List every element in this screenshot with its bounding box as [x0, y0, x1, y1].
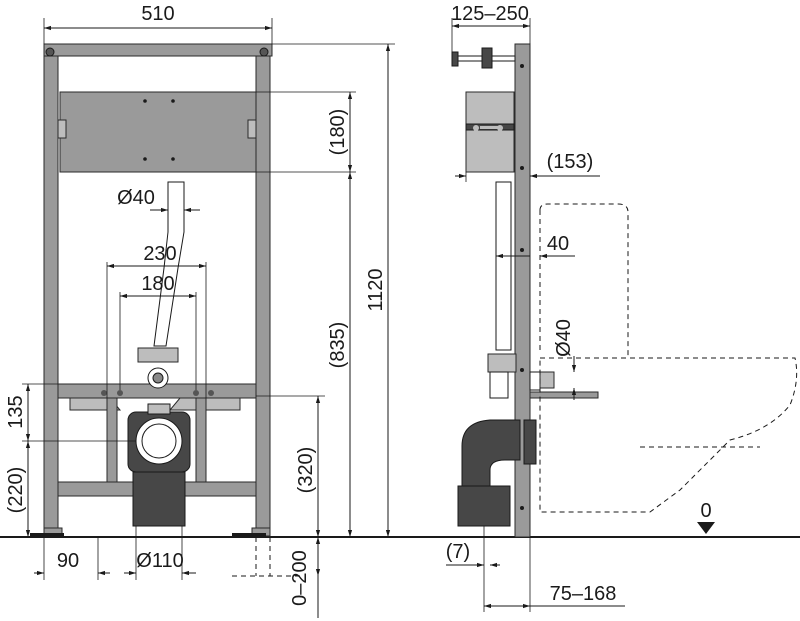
dim-0-200: 0–200 [289, 537, 321, 618]
dim-125-250: 125–250 [451, 3, 531, 52]
label-125-250: 125–250 [451, 3, 529, 25]
dim-835: (835) [327, 172, 353, 537]
dim-dia40-side: Ø40 [553, 319, 577, 400]
dim-180: 180 [119, 273, 197, 390]
dim-90: 90 [34, 537, 110, 580]
label-320: (320) [295, 447, 317, 494]
label-floor-0: 0 [700, 500, 711, 522]
label-40-side: 40 [547, 233, 569, 255]
label-90: 90 [57, 550, 79, 572]
dim-75-168: 75–168 [483, 537, 625, 612]
floor-level-marker: 0 [697, 500, 715, 534]
dim-230: 230 [106, 243, 207, 398]
dim-510: 510 [43, 3, 273, 44]
label-dia40-front: Ø40 [117, 187, 155, 209]
side-frame [451, 43, 599, 538]
label-dia40-side: Ø40 [553, 319, 575, 357]
toilet-outline [539, 203, 798, 513]
label-510: 510 [141, 3, 174, 25]
dim-153: (153) [455, 151, 600, 182]
dim-40-side: 40 [496, 233, 575, 259]
label-180: 180 [141, 273, 174, 295]
front-outlet [127, 403, 191, 527]
label-153: (153) [547, 151, 594, 173]
dim-dia40-front: Ø40 [117, 187, 200, 213]
label-835: (835) [327, 322, 349, 369]
label-7: (7) [446, 541, 470, 563]
label-75-168: 75–168 [550, 583, 617, 605]
dim-220: (220) [5, 441, 31, 537]
label-0-200: 0–200 [289, 550, 311, 606]
dim-180-panel: (180) [256, 91, 356, 173]
label-220: (220) [5, 467, 27, 514]
label-1120: 1120 [365, 268, 387, 311]
label-dia110: Ø110 [136, 550, 183, 572]
label-230: 230 [143, 243, 176, 265]
adjustable-feet-dashed [232, 537, 300, 577]
dim-dia110: Ø110 [124, 526, 196, 580]
dim-1120: 1120 [272, 43, 395, 537]
label-135: 135 [5, 395, 27, 428]
label-180-panel: (180) [327, 109, 349, 156]
dim-320: (320) [256, 395, 325, 537]
dim-135: 135 [5, 383, 136, 442]
dim-7: (7) [446, 526, 500, 575]
